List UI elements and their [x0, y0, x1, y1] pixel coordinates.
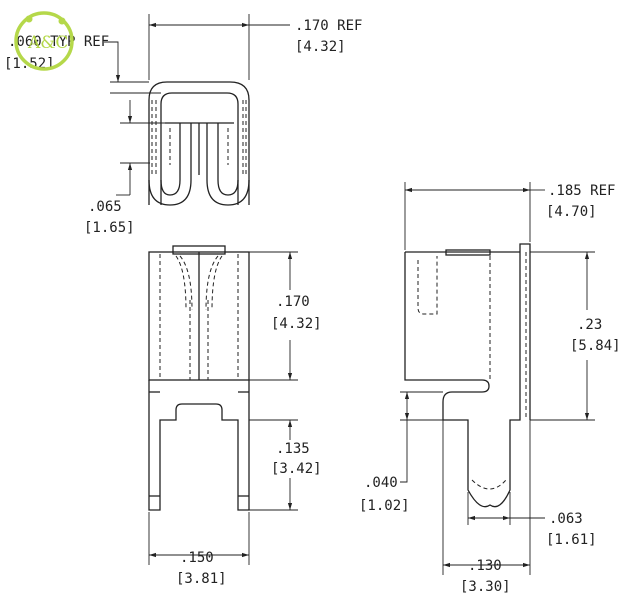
dim-top-width-metric: [4.32] — [295, 39, 346, 55]
top-view — [148, 81, 250, 206]
dim-overall-width-value: .150 — [180, 550, 214, 566]
dim-overall-width-metric: [3.81] — [176, 571, 227, 587]
side-view — [404, 243, 531, 508]
logo: A&C — [14, 11, 74, 71]
front-view — [148, 245, 250, 511]
dim-side-height-metric: [5.84] — [570, 338, 621, 354]
dim-body-height-metric: [4.32] — [271, 316, 322, 332]
dim-notch-value: .063 — [549, 511, 583, 527]
dim-gap-metric: [1.65] — [84, 220, 135, 236]
dim-leg-metric: [3.42] — [271, 461, 322, 477]
dim-shoulder-value: .040 — [364, 475, 398, 491]
dim-shoulder-metric: [1.02] — [359, 498, 410, 514]
dimension-lines — [104, 14, 595, 575]
dim-leg-value: .135 — [276, 441, 310, 457]
dim-tail-width-value: .130 — [468, 558, 502, 574]
logo-text: A&C — [27, 33, 68, 53]
dim-body-height-value: .170 — [276, 294, 310, 310]
dim-tail-width-metric: [3.30] — [460, 579, 511, 595]
dim-wall-value: .060 TYP REF — [8, 34, 109, 50]
dim-side-width-value: .185 REF — [548, 183, 615, 199]
dim-side-width-metric: [4.70] — [546, 204, 597, 220]
dim-top-width-value: .170 REF — [295, 18, 362, 34]
dim-side-height-value: .23 — [577, 317, 602, 333]
dimension-labels: .170 REF [4.32] .060 TYP REF [1.52] .065… — [4, 18, 621, 595]
dim-gap-value: .065 — [88, 199, 122, 215]
dim-notch-metric: [1.61] — [546, 532, 597, 548]
